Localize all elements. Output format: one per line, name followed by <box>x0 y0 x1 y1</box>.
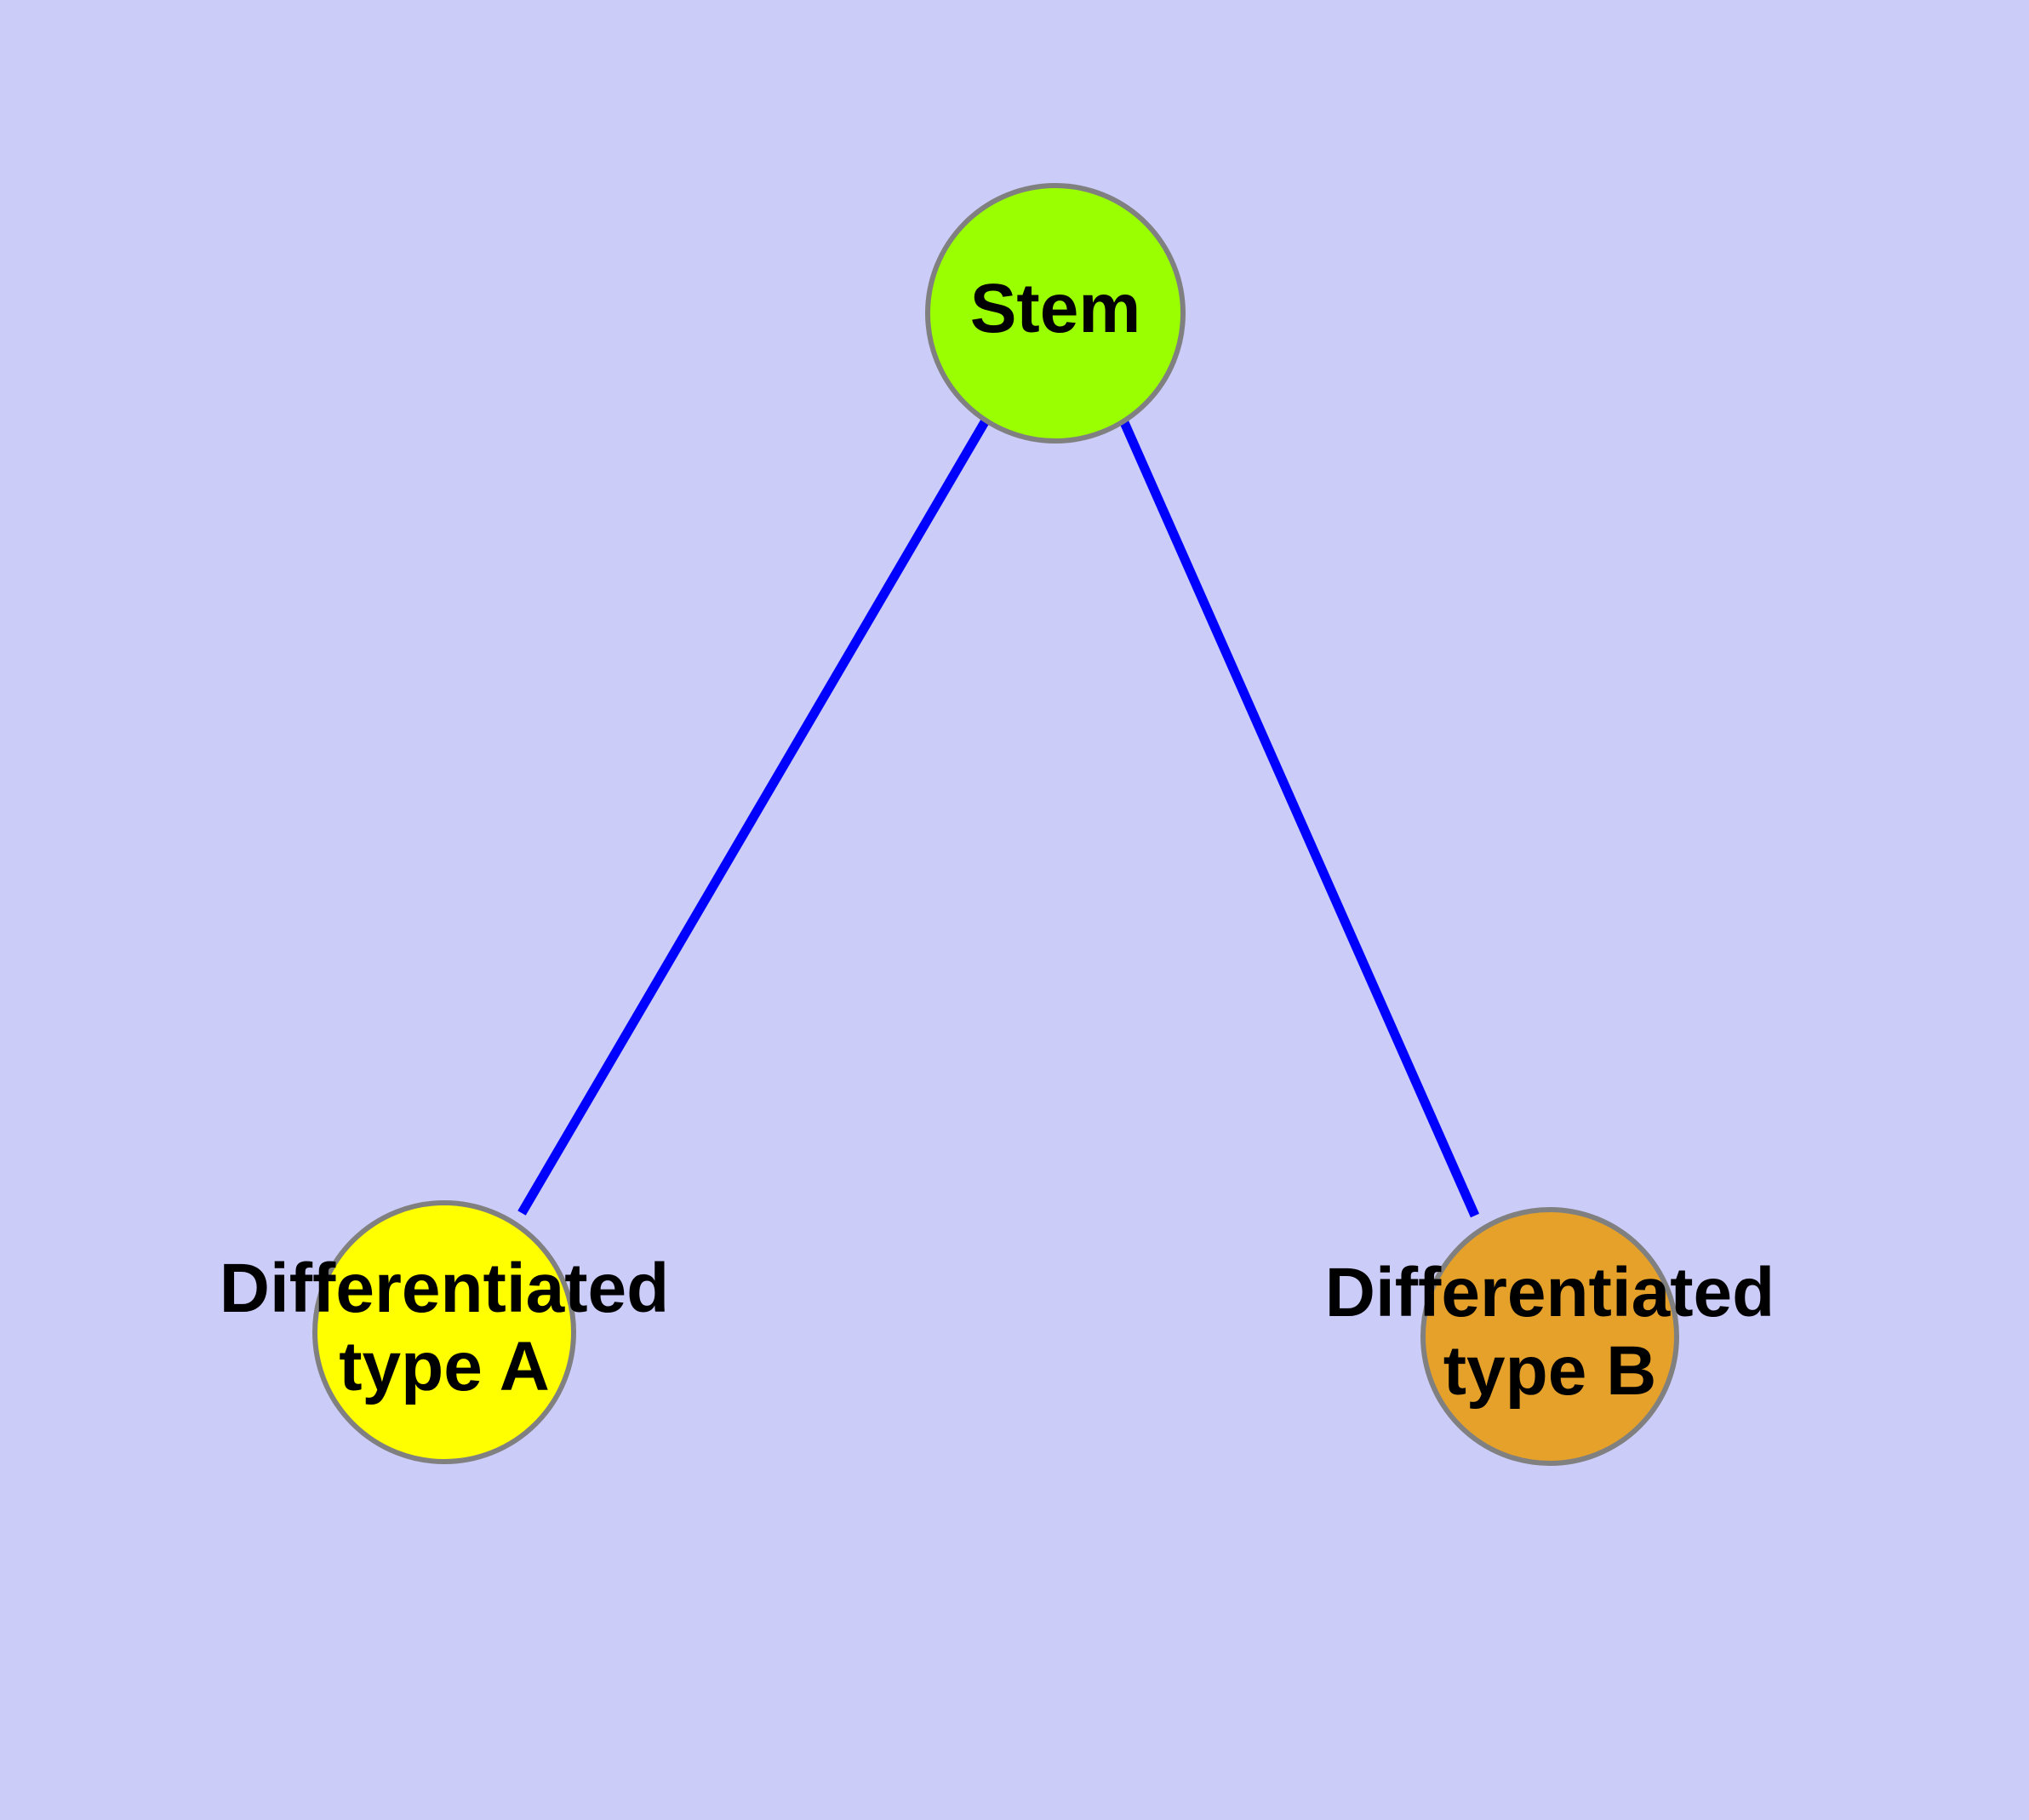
node-label-line: Differentiated <box>1325 1254 1775 1331</box>
nodes-layer <box>312 183 1679 1466</box>
node-circle-diff-b[interactable] <box>1420 1207 1679 1466</box>
node-label-stem: Stem <box>970 270 1141 347</box>
node-circle-diff-a[interactable] <box>312 1200 576 1464</box>
edge-stem-to-diff-a[interactable] <box>517 418 990 1216</box>
edge-stem-to-diff-b[interactable] <box>1118 418 1480 1218</box>
node-label-line: type A <box>339 1328 550 1405</box>
node-label-line: Stem <box>970 270 1141 347</box>
node-label-line: type B <box>1443 1332 1657 1410</box>
node-label-line: Differentiated <box>220 1250 670 1327</box>
edges-layer <box>517 418 1480 1218</box>
node-circle-stem[interactable] <box>925 183 1186 444</box>
